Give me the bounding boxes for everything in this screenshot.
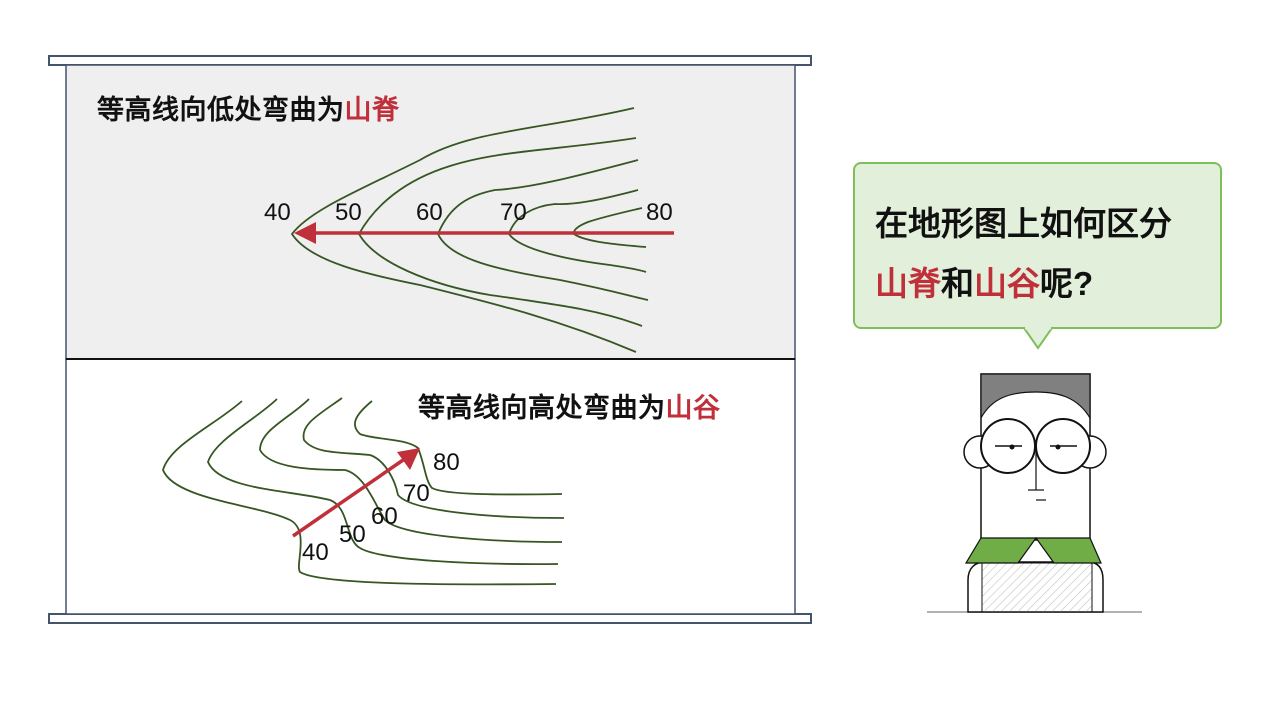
valley-heading: 等高线向高处弯曲为山谷 <box>418 386 721 425</box>
ridge-arrow <box>294 222 674 244</box>
question-text: 在地形图上如何区分 山脊和山谷呢? <box>875 194 1215 314</box>
valley-label-60: 60 <box>371 503 398 530</box>
valley-contour-50 <box>207 398 559 566</box>
top-roller <box>48 55 812 66</box>
valley-contour-70 <box>302 397 565 519</box>
valley-arrow <box>292 448 420 538</box>
valley-label-40: 40 <box>302 539 329 566</box>
question-term1: 山脊 <box>875 265 941 302</box>
valley-label-50: 50 <box>339 521 366 548</box>
speech-bubble <box>853 162 1222 329</box>
question-suffix: 呢? <box>1040 265 1094 302</box>
ridge-contour-40 <box>290 107 637 353</box>
valley-term: 山谷 <box>665 393 721 423</box>
ridge-heading: 等高线向低处弯曲为山脊 <box>97 88 400 127</box>
ridge-term: 山脊 <box>344 95 400 125</box>
ridge-label-40: 40 <box>264 199 291 226</box>
bottom-roller <box>48 613 812 624</box>
ridge-label-80: 80 <box>646 199 673 226</box>
question-connector: 和 <box>941 265 974 302</box>
ridge-label-50: 50 <box>335 199 362 226</box>
question-line1: 在地形图上如何区分 <box>875 205 1172 242</box>
ridge-label-60: 60 <box>416 199 443 226</box>
valley-heading-prefix: 等高线向高处弯曲为 <box>418 393 666 423</box>
question-line2: 山脊和山谷呢? <box>875 254 1215 314</box>
question-term2: 山谷 <box>974 265 1040 302</box>
ridge-heading-prefix: 等高线向低处弯曲为 <box>97 95 345 125</box>
valley-label-80: 80 <box>433 449 460 476</box>
ridge-contour-80 <box>573 207 647 248</box>
ridge-panel <box>65 64 796 360</box>
ridge-arrowhead <box>294 222 316 244</box>
valley-label-70: 70 <box>403 480 430 507</box>
valley-contour-60 <box>259 398 563 543</box>
valley-contour-40 <box>162 400 557 586</box>
valley-contours <box>162 397 565 586</box>
ridge-label-70: 70 <box>500 199 527 226</box>
valley-arrowhead <box>397 448 420 470</box>
valley-contour-80 <box>354 400 563 496</box>
